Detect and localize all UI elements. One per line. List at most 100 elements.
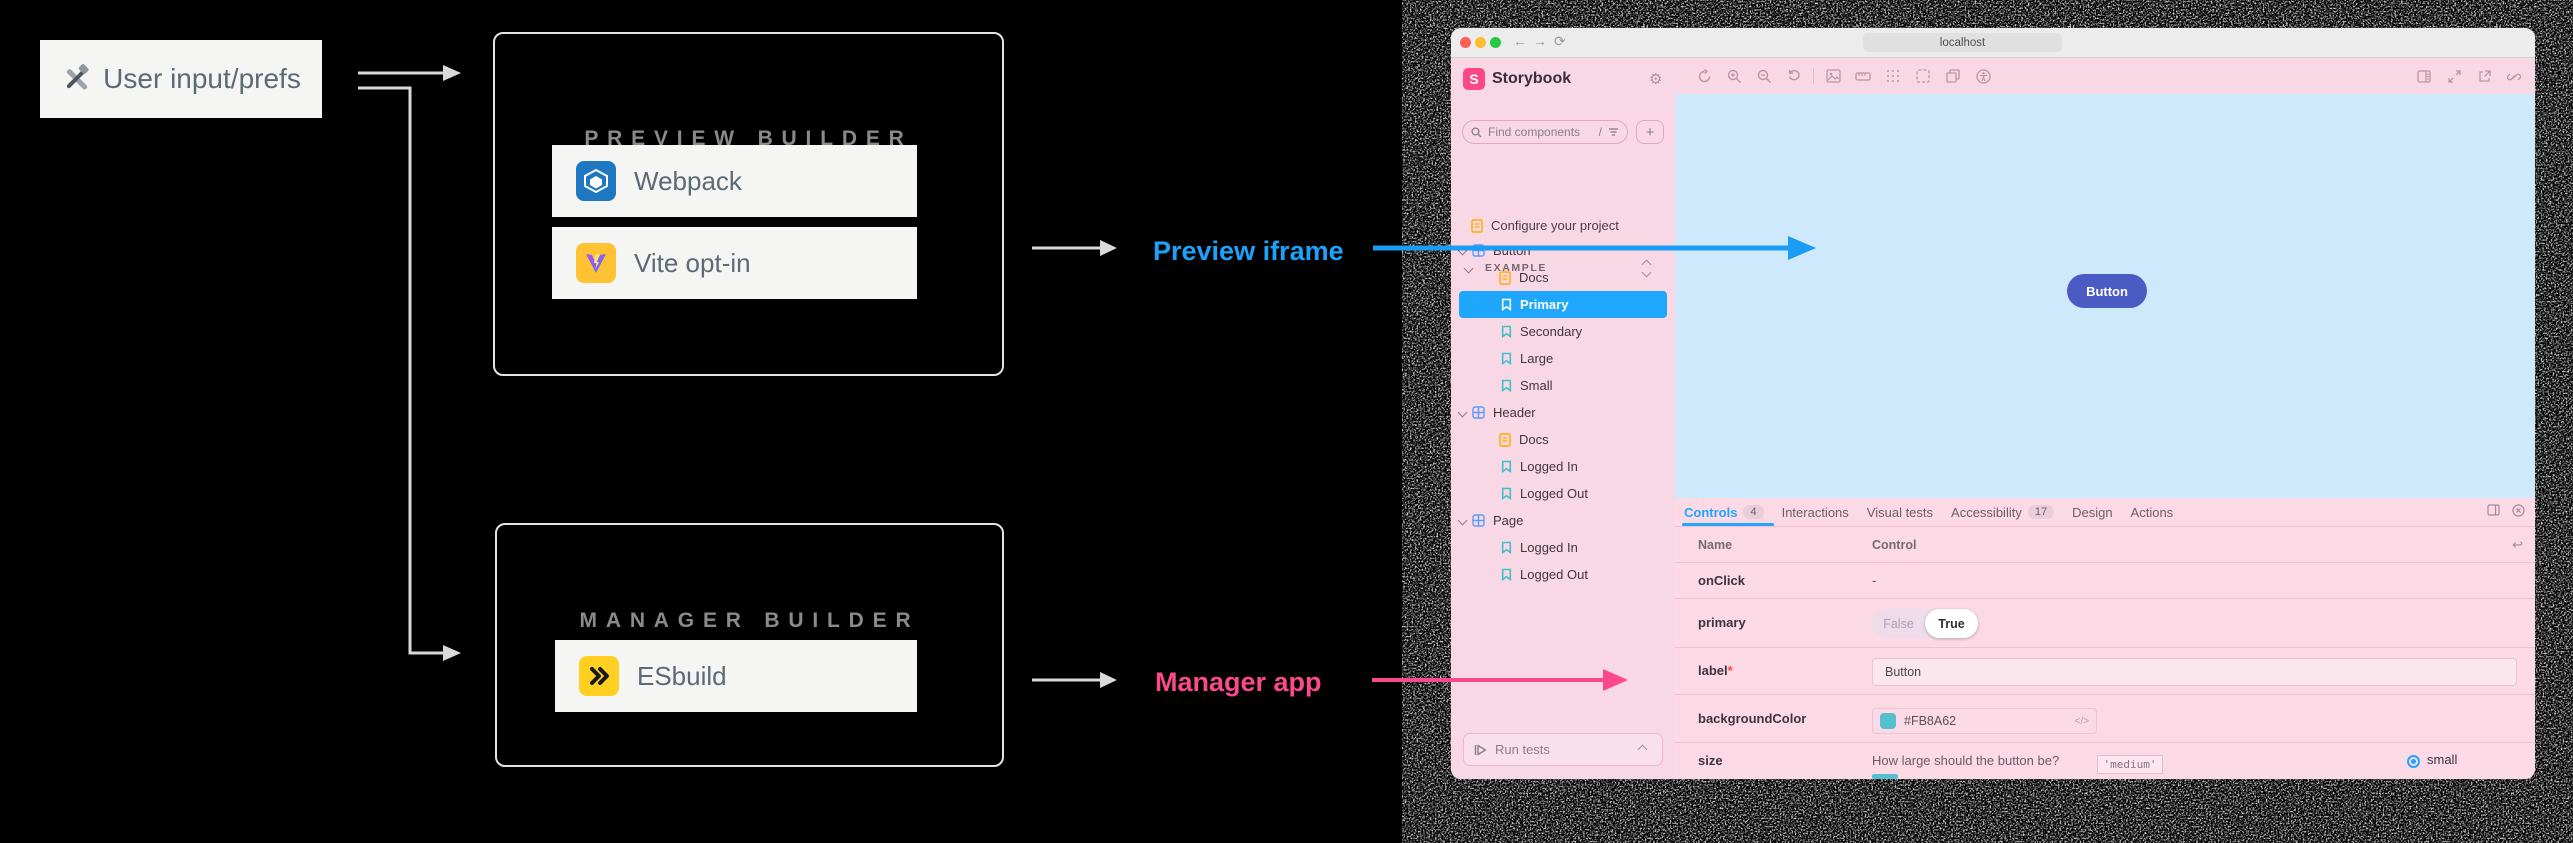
story-primary-button[interactable]: Button — [2067, 274, 2147, 308]
docs-icon — [1499, 432, 1511, 447]
sidebar-item-label: Page — [1493, 513, 1524, 528]
reload-icon[interactable]: ⟳ — [1554, 33, 1566, 49]
esbuild-icon — [579, 656, 619, 696]
gear-icon[interactable]: ⚙ — [1649, 71, 1663, 88]
sidebar-item-primary[interactable]: Primary — [1459, 291, 1667, 318]
manager-builder-box: MANAGER BUILDER ESbuild — [495, 523, 1004, 767]
back-icon[interactable]: ← — [1513, 33, 1527, 49]
sidebar-item-logged-in[interactable]: Logged In — [1459, 534, 1667, 561]
tab-accessibility[interactable]: Accessibility 17 — [1951, 505, 2055, 520]
toolbar-divider — [1813, 68, 1814, 84]
close-window-button[interactable] — [1460, 37, 1471, 48]
story-icon — [1501, 379, 1512, 392]
control-row-backgroundcolor: backgroundColor — [1675, 694, 2535, 742]
color-swatch[interactable] — [1880, 713, 1896, 729]
column-control: Control — [1872, 538, 1917, 552]
sidebar-item-label: Secondary — [1520, 324, 1583, 339]
run-tests-label: Run tests — [1495, 742, 1550, 757]
reset-controls-icon[interactable]: ↩ — [2512, 537, 2523, 552]
filter-icon[interactable] — [1608, 127, 1619, 137]
fullscreen-icon[interactable] — [2439, 69, 2469, 83]
hammer-wrench-icon — [67, 64, 89, 90]
toggle-true-option[interactable]: True — [1925, 609, 1978, 638]
remount-icon[interactable] — [1689, 68, 1719, 84]
sidebar-item-configure-project[interactable]: Configure your project — [1471, 218, 1619, 233]
sidebar-item-header[interactable]: Header — [1457, 399, 1667, 426]
measure-icon[interactable] — [1848, 70, 1878, 82]
manager-builder-title: MANAGER BUILDER — [579, 609, 920, 632]
background-icon[interactable] — [1818, 69, 1848, 83]
open-new-tab-icon[interactable] — [2469, 69, 2499, 83]
webpack-icon — [576, 161, 616, 201]
minimize-window-button[interactable] — [1475, 37, 1486, 48]
size-radio-label: small — [2427, 752, 2458, 767]
sidebar-item-large[interactable]: Large — [1459, 345, 1667, 372]
tab-design[interactable]: Design — [2072, 504, 2113, 520]
sidebar-item-page[interactable]: Page — [1457, 507, 1667, 534]
sidebar-item-docs[interactable]: Docs — [1459, 426, 1667, 453]
control-name: primary — [1698, 615, 1746, 630]
toggle-false-option[interactable]: False — [1883, 616, 1914, 631]
arrow-to-preview-builder — [443, 65, 461, 81]
code-toggle-icon[interactable]: </> — [2074, 715, 2089, 727]
tab-interactions[interactable]: Interactions — [1781, 504, 1849, 520]
component-icon — [1472, 514, 1485, 527]
color-value: #FB8A62 — [1904, 714, 1957, 728]
sidebar-item-label: Logged Out — [1520, 486, 1588, 501]
preview-iframe-label: Preview iframe — [1153, 236, 1344, 266]
webpack-row: Webpack — [552, 145, 917, 217]
tab-controls[interactable]: Controls 4 — [1684, 505, 1764, 520]
component-tree: ButtonDocsPrimarySecondaryLargeSmallHead… — [1457, 237, 1667, 588]
arrow-to-preview-label — [1100, 240, 1117, 256]
run-tests-icon — [1474, 744, 1487, 755]
size-radio-small[interactable] — [2407, 755, 2420, 768]
create-story-button[interactable]: + — [1636, 120, 1664, 144]
search-icon — [1471, 126, 1482, 137]
backgroundcolor-input[interactable]: #FB8A62 </> — [1872, 708, 2097, 734]
primary-toggle[interactable]: False True — [1872, 609, 1978, 638]
sidebar-item-secondary[interactable]: Secondary — [1459, 318, 1667, 345]
panel-position-icon[interactable] — [2487, 504, 2500, 517]
story-icon — [1501, 460, 1512, 473]
preview-canvas: Button — [1675, 94, 2535, 498]
sidebar-item-small[interactable]: Small — [1459, 372, 1667, 399]
zoom-in-icon[interactable] — [1719, 69, 1749, 84]
plus-icon: + — [1645, 123, 1655, 141]
copy-link-icon[interactable] — [2499, 70, 2529, 83]
zoom-out-icon[interactable] — [1749, 69, 1779, 84]
tab-actions[interactable]: Actions — [2130, 504, 2174, 520]
label-input-value: Button — [1885, 665, 1922, 679]
storybook-logo-letter: S — [1469, 71, 1479, 87]
sidebar-item-docs[interactable]: Docs — [1459, 264, 1667, 291]
grid-icon[interactable] — [1878, 69, 1908, 83]
outline-icon[interactable] — [1908, 69, 1938, 83]
sidebar-item-logged-in[interactable]: Logged In — [1459, 453, 1667, 480]
run-tests-button[interactable]: Run tests — [1463, 733, 1663, 766]
sidebar-section-example[interactable]: EXAMPLE — [1463, 262, 1547, 274]
zoom-window-button[interactable] — [1490, 37, 1501, 48]
label-text-input[interactable]: Button — [1872, 658, 2517, 686]
sidebar-item-logged-out[interactable]: Logged Out — [1459, 480, 1667, 507]
story-icon — [1501, 325, 1512, 338]
accessibility-icon[interactable] — [1968, 68, 1998, 84]
user-box-label: User input/prefs — [103, 63, 301, 94]
zoom-reset-icon[interactable] — [1779, 69, 1809, 84]
story-button-label: Button — [2086, 283, 2128, 299]
column-name: Name — [1698, 538, 1733, 552]
tab-visual-tests[interactable]: Visual tests — [1866, 504, 1934, 520]
story-icon — [1501, 352, 1512, 365]
arrow-to-manager-label — [1100, 672, 1117, 688]
addon-panel: Controls 4 Interactions Visual tests Acc… — [1675, 498, 2535, 779]
viewport-icon[interactable] — [1938, 69, 1968, 83]
sidebar-item-logged-out[interactable]: Logged Out — [1459, 561, 1667, 588]
toggle-panel-icon[interactable] — [2409, 69, 2439, 83]
control-name: label* — [1698, 663, 1733, 678]
vite-label: Vite opt-in — [634, 247, 751, 278]
forward-icon[interactable]: → — [1533, 33, 1547, 49]
close-panel-icon[interactable] — [2512, 504, 2525, 517]
search-input[interactable]: Find components / — [1462, 120, 1628, 144]
size-description: How large should the button be? — [1872, 753, 2060, 768]
address-bar[interactable]: localhost — [1863, 33, 2062, 52]
active-tab-underline — [1682, 523, 1774, 526]
